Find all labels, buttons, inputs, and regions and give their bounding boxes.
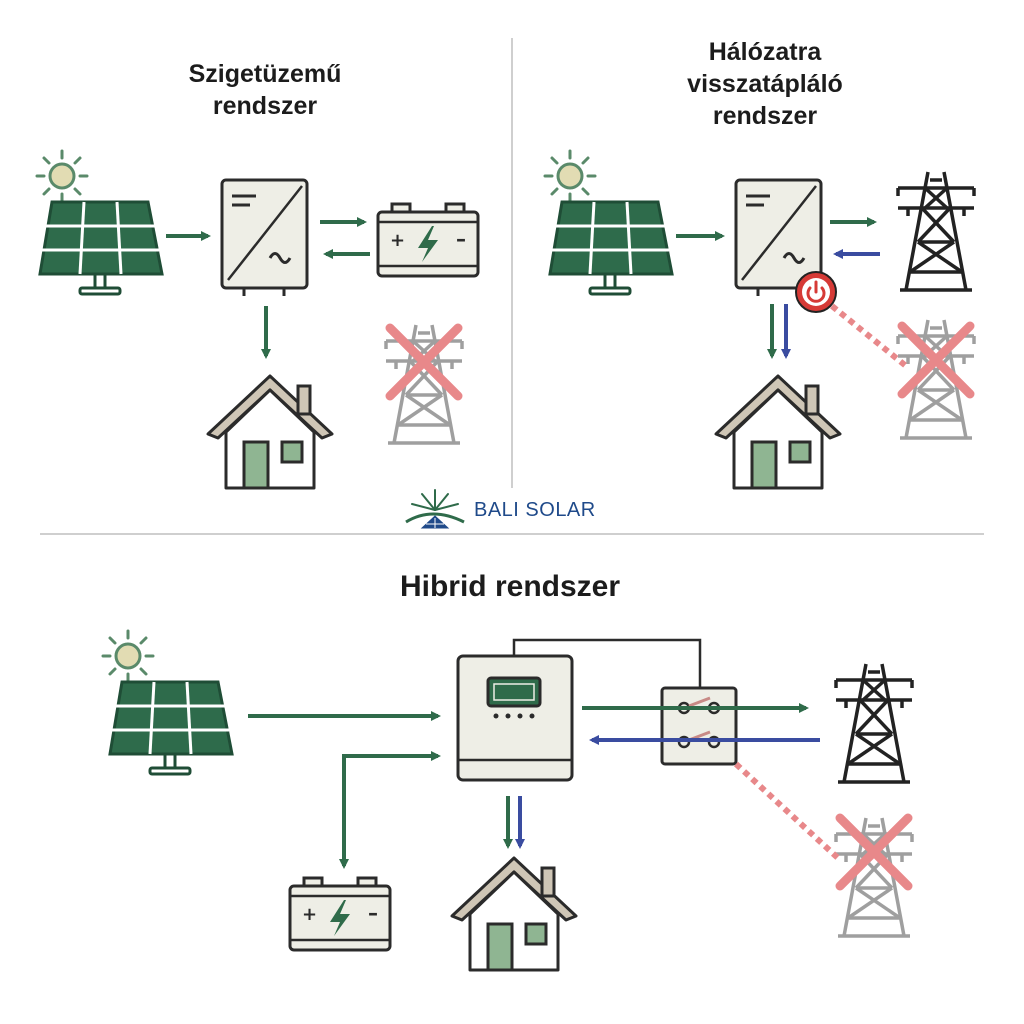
house-icon (450, 856, 578, 972)
off-grid-title-line2: rendszer (212, 92, 318, 120)
hybrid-section (101, 629, 914, 972)
disconnected-line (733, 761, 843, 863)
off-grid-title: Szigetüzemű rendszer (150, 58, 380, 122)
brand-name: BALI SOLAR (474, 498, 596, 521)
house-icon (714, 374, 842, 490)
grid-tied-title-line1: Hálózatra (708, 38, 822, 66)
grid-pylon-icon (896, 170, 976, 292)
disconnected-line (830, 303, 908, 369)
battery-icon (288, 876, 392, 952)
sun-icon (101, 629, 155, 683)
inverter-icon (220, 178, 309, 298)
logo-icon (405, 489, 465, 529)
arrow-battery-to-inverter (342, 751, 441, 866)
cross-icon (840, 818, 908, 886)
house-icon (206, 374, 334, 490)
brand-logo: BALI SOLAR (402, 488, 596, 532)
battery-icon (376, 202, 480, 278)
solar-panel-icon (38, 200, 164, 296)
power-button-icon (795, 271, 837, 313)
solar-panel-icon (548, 200, 674, 296)
sun-icon (543, 149, 597, 203)
hybrid-title: Hibrid rendszer (399, 570, 621, 603)
grid-tied-title-line3: rendszer (712, 102, 818, 130)
off-grid-section (35, 149, 480, 490)
grid-tied-section (543, 149, 976, 490)
grid-tied-title: Hálózatra visszatápláló rendszer (650, 36, 880, 132)
hybrid-inverter-icon (456, 654, 574, 782)
sun-icon (35, 149, 89, 203)
grid-pylon-icon (834, 662, 914, 784)
grid-tied-title-line2: visszatápláló (687, 70, 843, 98)
solar-panel-icon (108, 680, 234, 776)
inverter-switch-link (512, 638, 702, 688)
off-grid-title-line1: Szigetüzemű (188, 60, 342, 88)
switch-box-icon (660, 686, 738, 766)
